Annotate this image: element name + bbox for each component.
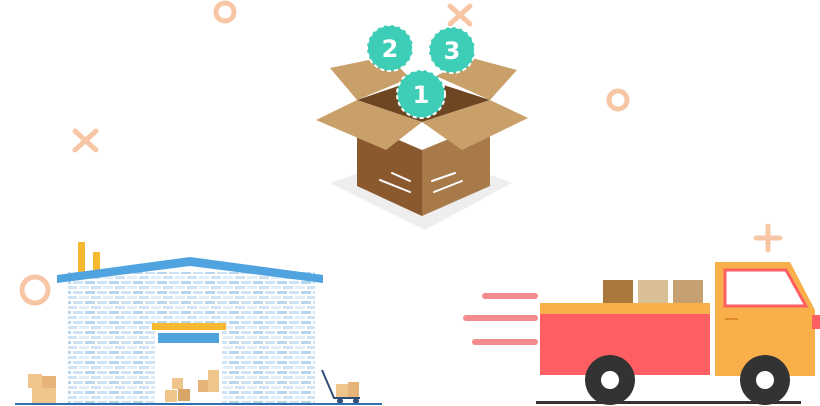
step-1-badge: 1 bbox=[396, 69, 446, 119]
step-3-badge: 3 bbox=[428, 26, 476, 74]
truck-wheel bbox=[740, 355, 790, 405]
step-2-label: 2 bbox=[382, 35, 399, 63]
step-1-label: 1 bbox=[413, 81, 430, 109]
step-3-label: 3 bbox=[444, 37, 461, 65]
stacked-parcels bbox=[28, 370, 219, 403]
warehouse bbox=[15, 242, 382, 405]
decor-ring-icon bbox=[606, 88, 630, 112]
decor-ring-icon bbox=[19, 274, 51, 306]
truck-wheel bbox=[585, 355, 635, 405]
decor-ring-icon bbox=[213, 0, 237, 24]
decor-plus-icon bbox=[753, 223, 783, 253]
hand-truck-icon bbox=[321, 369, 360, 404]
step-2-badge: 2 bbox=[366, 24, 414, 72]
decor-cross-icon bbox=[447, 3, 473, 27]
decor-cross-icon bbox=[72, 128, 99, 153]
delivery-truck bbox=[463, 262, 820, 405]
decor-shapes bbox=[19, 0, 783, 306]
